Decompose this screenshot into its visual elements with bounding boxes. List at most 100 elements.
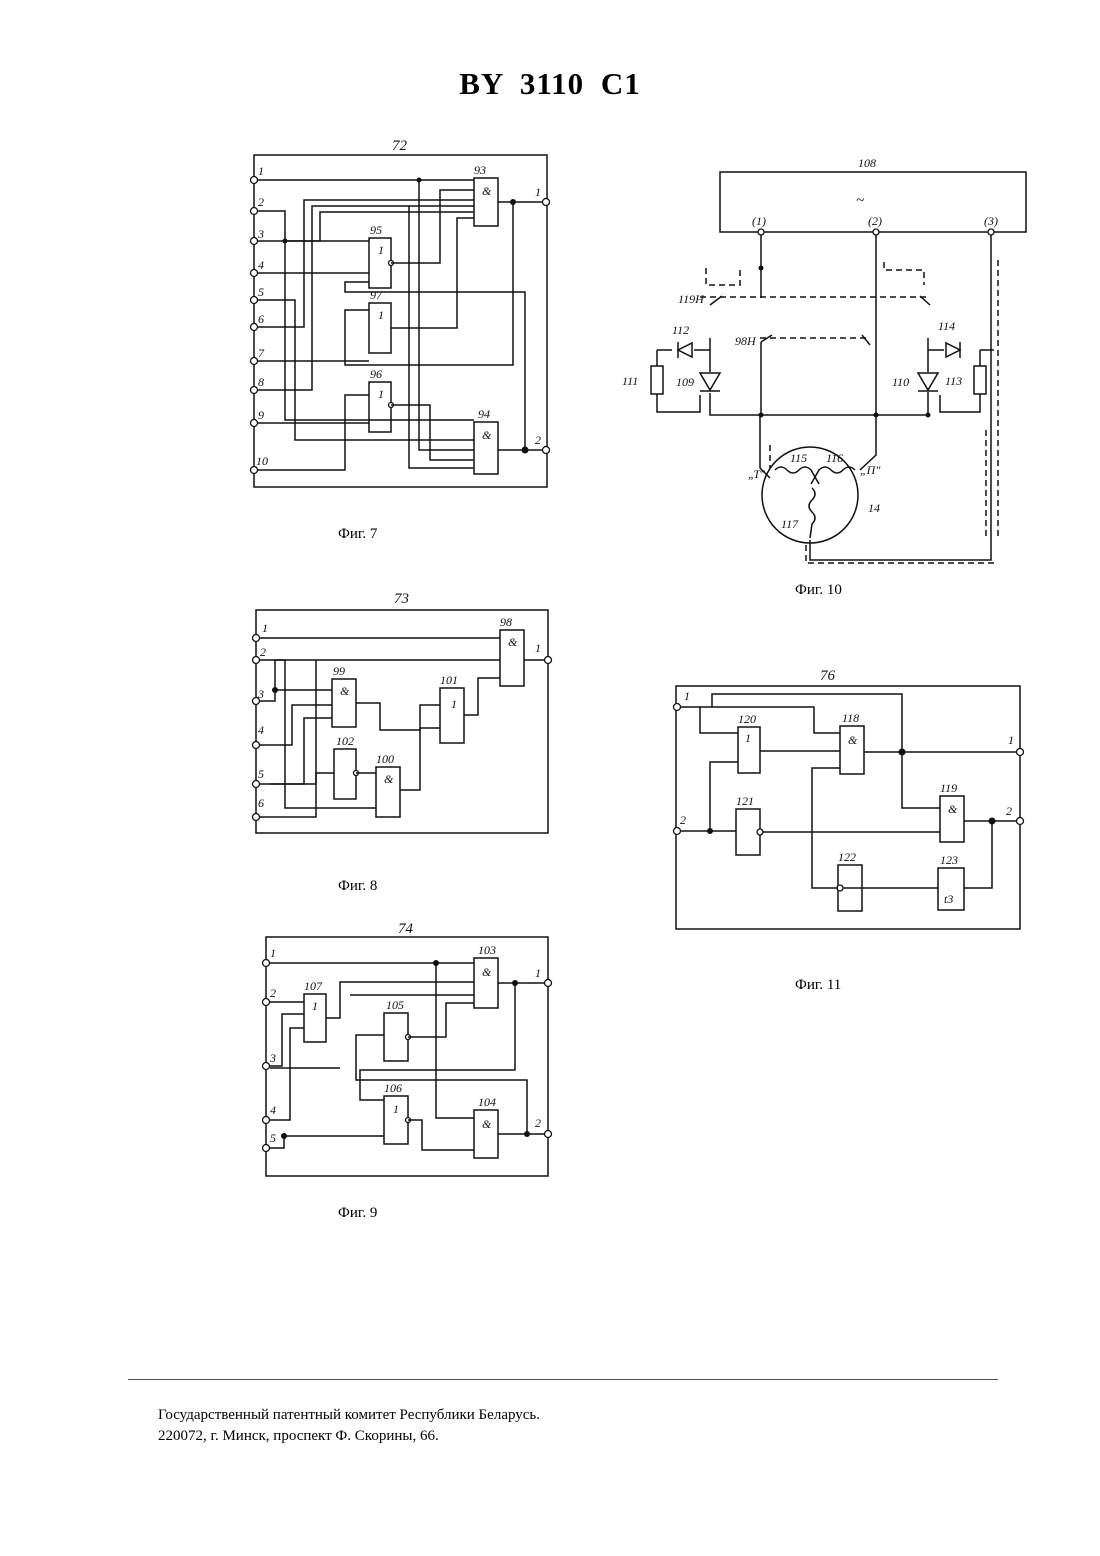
block-label: 76 <box>820 668 836 684</box>
gate-id: 96 <box>370 367 382 381</box>
gate-id: 103 <box>478 943 496 957</box>
figure-caption: Фиг. 8 <box>338 878 377 895</box>
block-label: 73 <box>394 591 409 607</box>
gate-105 <box>384 1013 408 1061</box>
footer-divider <box>128 1379 998 1380</box>
resistor-113 <box>974 366 986 394</box>
block-frame <box>266 937 548 1176</box>
gate-symbol: 1 <box>378 308 384 322</box>
input-label: 10 <box>256 454 268 468</box>
input-label: 1 <box>270 946 276 960</box>
gate-symbol: & <box>384 772 394 786</box>
ac-symbol: ~ <box>856 193 864 209</box>
input-label: 1 <box>684 689 690 703</box>
gate-symbol: 1 <box>312 999 318 1013</box>
footer-line-2: 220072, г. Минск, проспект Ф. Скорины, 6… <box>158 1426 540 1447</box>
figure-caption: Фиг. 7 <box>338 526 377 543</box>
component-label: „Т" <box>748 467 766 481</box>
footer-line-1: Государственный патентный комитет Респуб… <box>158 1405 540 1426</box>
block-label: 72 <box>392 138 408 154</box>
input-label: 2 <box>260 645 266 659</box>
gate-symbol: & <box>340 684 350 698</box>
input-label: 5 <box>258 285 264 299</box>
figure-9-diagram: 74 1 2 3 4 5 103 & 107 1 105 106 1 104 & <box>250 915 570 1180</box>
source-label: 108 <box>858 156 876 170</box>
terminal-label: (1) <box>752 214 766 228</box>
component-label: 116 <box>826 451 843 465</box>
winding-117 <box>809 488 815 538</box>
block-frame <box>256 610 548 833</box>
gate-id: 93 <box>474 163 486 177</box>
input-label: 2 <box>258 195 264 209</box>
footer: Государственный патентный комитет Респуб… <box>158 1405 540 1447</box>
component-label: 14 <box>868 501 880 515</box>
component-label: 115 <box>790 451 807 465</box>
gate-symbol: 1 <box>451 697 457 711</box>
input-label: 4 <box>258 723 264 737</box>
gate-id: 99 <box>333 664 345 678</box>
output-label: 2 <box>535 1116 541 1130</box>
component-label: 98H <box>735 334 757 348</box>
gate-symbol: & <box>482 1117 492 1131</box>
component-label: 111 <box>622 374 638 388</box>
gate-symbol: & <box>482 428 492 442</box>
input-label: 7 <box>258 346 265 360</box>
wiring <box>657 235 994 560</box>
gate-id: 102 <box>336 734 354 748</box>
figure-caption: Фиг. 9 <box>338 1205 377 1222</box>
figure-8-diagram: 73 1 2 3 4 5 6 98 & 99 & 101 1 102 100 & <box>240 585 570 840</box>
block-label: 74 <box>398 921 414 937</box>
gate-symbol: & <box>508 635 518 649</box>
output-label: 1 <box>535 641 541 655</box>
gate-id: 98 <box>500 615 512 629</box>
gate-id: 106 <box>384 1081 402 1095</box>
gate-id: 95 <box>370 223 382 237</box>
gate-id: 118 <box>842 711 859 725</box>
input-label: 8 <box>258 375 264 389</box>
thyristor-110 <box>918 373 938 390</box>
component-label: 112 <box>672 323 689 337</box>
gate-id: 100 <box>376 752 394 766</box>
figure-11-diagram: 76 1 2 120 1 118 & 121 119 & 122 123 t3 … <box>660 660 1040 940</box>
gate-symbol: & <box>482 965 492 979</box>
gate-id: 107 <box>304 979 323 993</box>
input-label: 1 <box>262 621 268 635</box>
component-label: 117 <box>781 517 799 531</box>
output-label: 2 <box>1006 804 1012 818</box>
gate-symbol: & <box>948 802 958 816</box>
input-label: 9 <box>258 408 264 422</box>
component-label: 110 <box>892 375 909 389</box>
terminal-label: (3) <box>984 214 998 228</box>
component-label: 109 <box>676 375 694 389</box>
gate-102 <box>334 749 356 799</box>
input-label: 4 <box>270 1103 276 1117</box>
gate-id: 121 <box>736 794 754 808</box>
figure-7-diagram: 72 1 2 3 4 5 6 7 8 9 10 93 & 95 1 97 1 9… <box>240 130 570 500</box>
gate-id: 123 <box>940 853 958 867</box>
input-label: 1 <box>258 164 264 178</box>
input-label: 5 <box>258 767 264 781</box>
thyristor-109 <box>700 373 720 390</box>
input-label: 6 <box>258 312 264 326</box>
gate-id: 119 <box>940 781 957 795</box>
diode-112 <box>678 343 692 357</box>
motor-14 <box>762 447 858 543</box>
input-label: 5 <box>270 1131 276 1145</box>
patent-number: BY 3110 C1 <box>0 66 1100 102</box>
gate-symbol: 1 <box>745 731 751 745</box>
terminal-label: (2) <box>868 214 882 228</box>
gate-id: 97 <box>370 288 383 302</box>
wiring <box>260 638 548 817</box>
input-label: 3 <box>257 227 264 241</box>
input-label: 2 <box>270 986 276 1000</box>
gate-id: 104 <box>478 1095 496 1109</box>
component-label: 119H <box>678 292 705 306</box>
gate-symbol: 1 <box>378 243 384 257</box>
gate-id: 122 <box>838 850 856 864</box>
input-label: 3 <box>269 1051 276 1065</box>
block-frame <box>254 155 547 487</box>
gate-symbol: t3 <box>944 892 953 906</box>
gate-symbol: & <box>848 733 858 747</box>
gate-symbol: 1 <box>378 387 384 401</box>
gate-id: 94 <box>478 407 490 421</box>
